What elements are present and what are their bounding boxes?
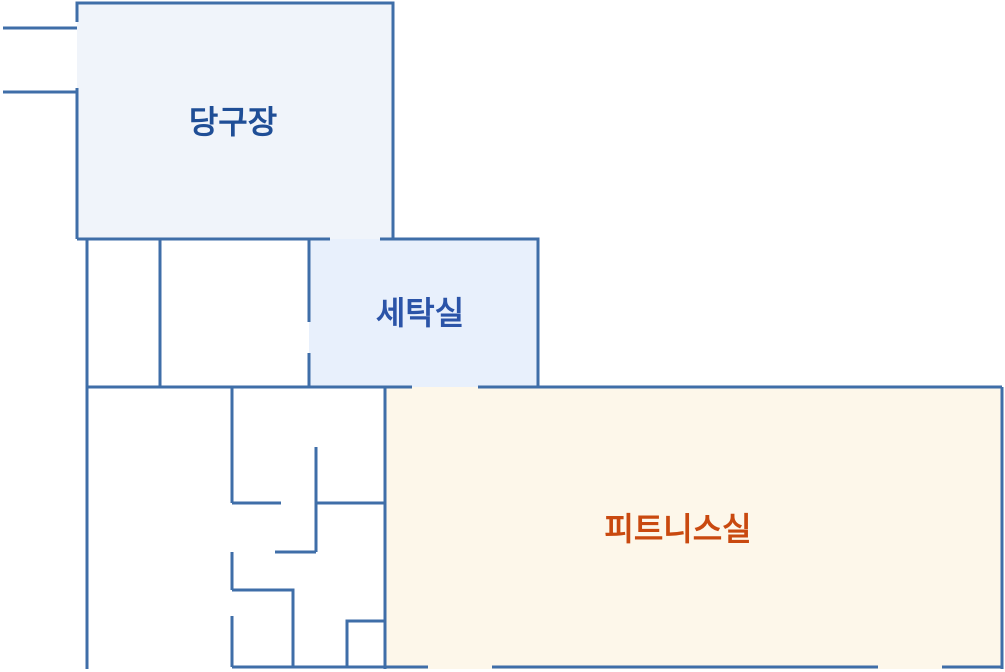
billiards-room-fill [77,3,393,239]
billiards-wall [75,1,395,239]
fitness-room-label: 피트니스실 [604,510,751,548]
laundry-room-fill [309,239,538,387]
fitness-room-fill [385,387,1002,669]
walls [3,1,1004,669]
toilet-stall-wall [232,588,295,667]
billiards-room-label: 당구장 [189,103,277,141]
small-closet-wall [345,619,385,667]
laundry-wall [393,237,540,387]
laundry-room-label: 세탁실 [376,294,464,332]
